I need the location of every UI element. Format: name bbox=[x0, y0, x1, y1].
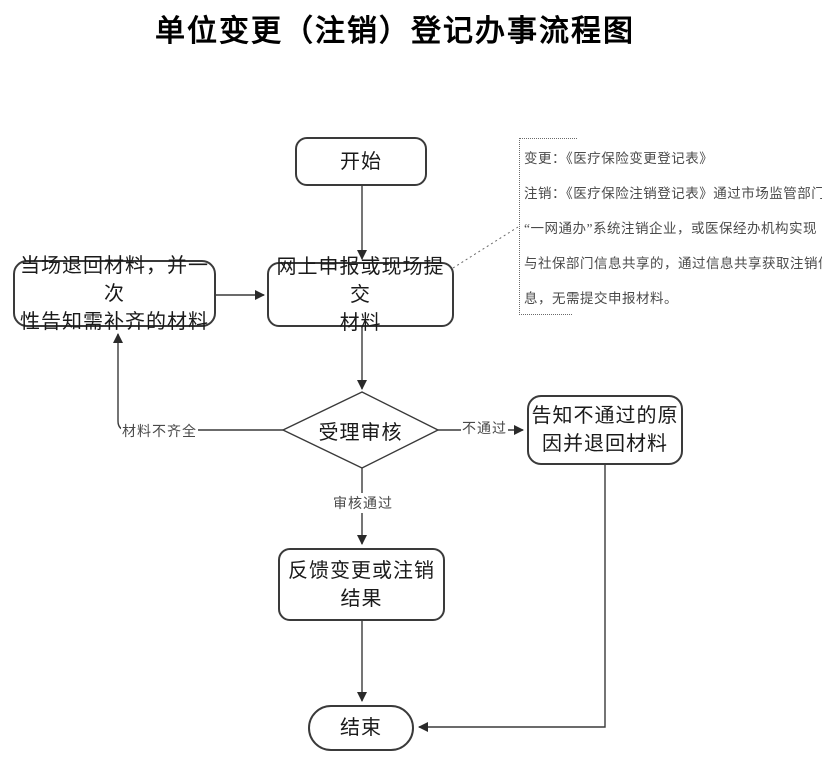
node-return-line1: 当场退回材料，并一次 bbox=[20, 254, 209, 305]
edge-label-review-passed: 审核通过 bbox=[332, 493, 394, 513]
note-line-4: 与社保部门信息共享的，通过信息共享获取注销信 bbox=[524, 256, 822, 271]
node-submit-line1: 网上申报或现场提交 bbox=[276, 255, 445, 306]
note-line-3: “一网通办”系统注销企业，或医保经办机构实现 bbox=[524, 221, 817, 236]
node-start-label: 开始 bbox=[340, 150, 382, 173]
node-review-label: 受理审核 bbox=[318, 421, 403, 444]
edge-label-not-passed: 不通过 bbox=[461, 418, 508, 438]
note-border-top bbox=[519, 138, 577, 139]
note-connector-line bbox=[452, 226, 519, 269]
node-submit-materials: 网上申报或现场提交 材料 bbox=[267, 256, 454, 334]
node-start: 开始 bbox=[295, 137, 427, 186]
node-return-materials: 当场退回材料，并一次 性告知需补齐的材料 bbox=[13, 255, 216, 333]
annotation-note: 变更：《医疗保险变更登记表》 注销：《医疗保险注销登记表》通过市场监管部门 “一… bbox=[524, 141, 822, 316]
node-notify-line1: 告知不通过的原 bbox=[531, 405, 679, 427]
node-notify-failure: 告知不通过的原 因并退回材料 bbox=[527, 395, 683, 465]
node-end-label: 结束 bbox=[340, 717, 382, 739]
node-feedback-line1: 反馈变更或注销 bbox=[288, 559, 435, 582]
note-border-left bbox=[519, 138, 520, 315]
node-feedback-line2: 结果 bbox=[340, 587, 383, 610]
node-notify-line2: 因并退回材料 bbox=[542, 433, 668, 455]
edge-label-materials-incomplete: 材料不齐全 bbox=[121, 421, 198, 441]
note-line-5: 息，无需提交申报材料。 bbox=[524, 291, 678, 306]
node-return-line2: 性告知需补齐的材料 bbox=[20, 310, 209, 333]
edge-notify-to-end bbox=[418, 465, 606, 732]
node-submit-line2: 材料 bbox=[339, 311, 382, 334]
node-feedback-result: 反馈变更或注销 结果 bbox=[278, 548, 445, 621]
edge-review-to-return bbox=[113, 333, 283, 431]
node-end: 结束 bbox=[308, 705, 414, 751]
node-review-decision: 受理审核 bbox=[283, 392, 438, 468]
page-title: 单位变更（注销）登记办事流程图 bbox=[155, 15, 635, 48]
note-line-2: 注销：《医疗保险注销登记表》通过市场监管部门 bbox=[524, 186, 822, 201]
note-border-bottom bbox=[519, 314, 572, 315]
note-line-1: 变更：《医疗保险变更登记表》 bbox=[524, 151, 714, 166]
